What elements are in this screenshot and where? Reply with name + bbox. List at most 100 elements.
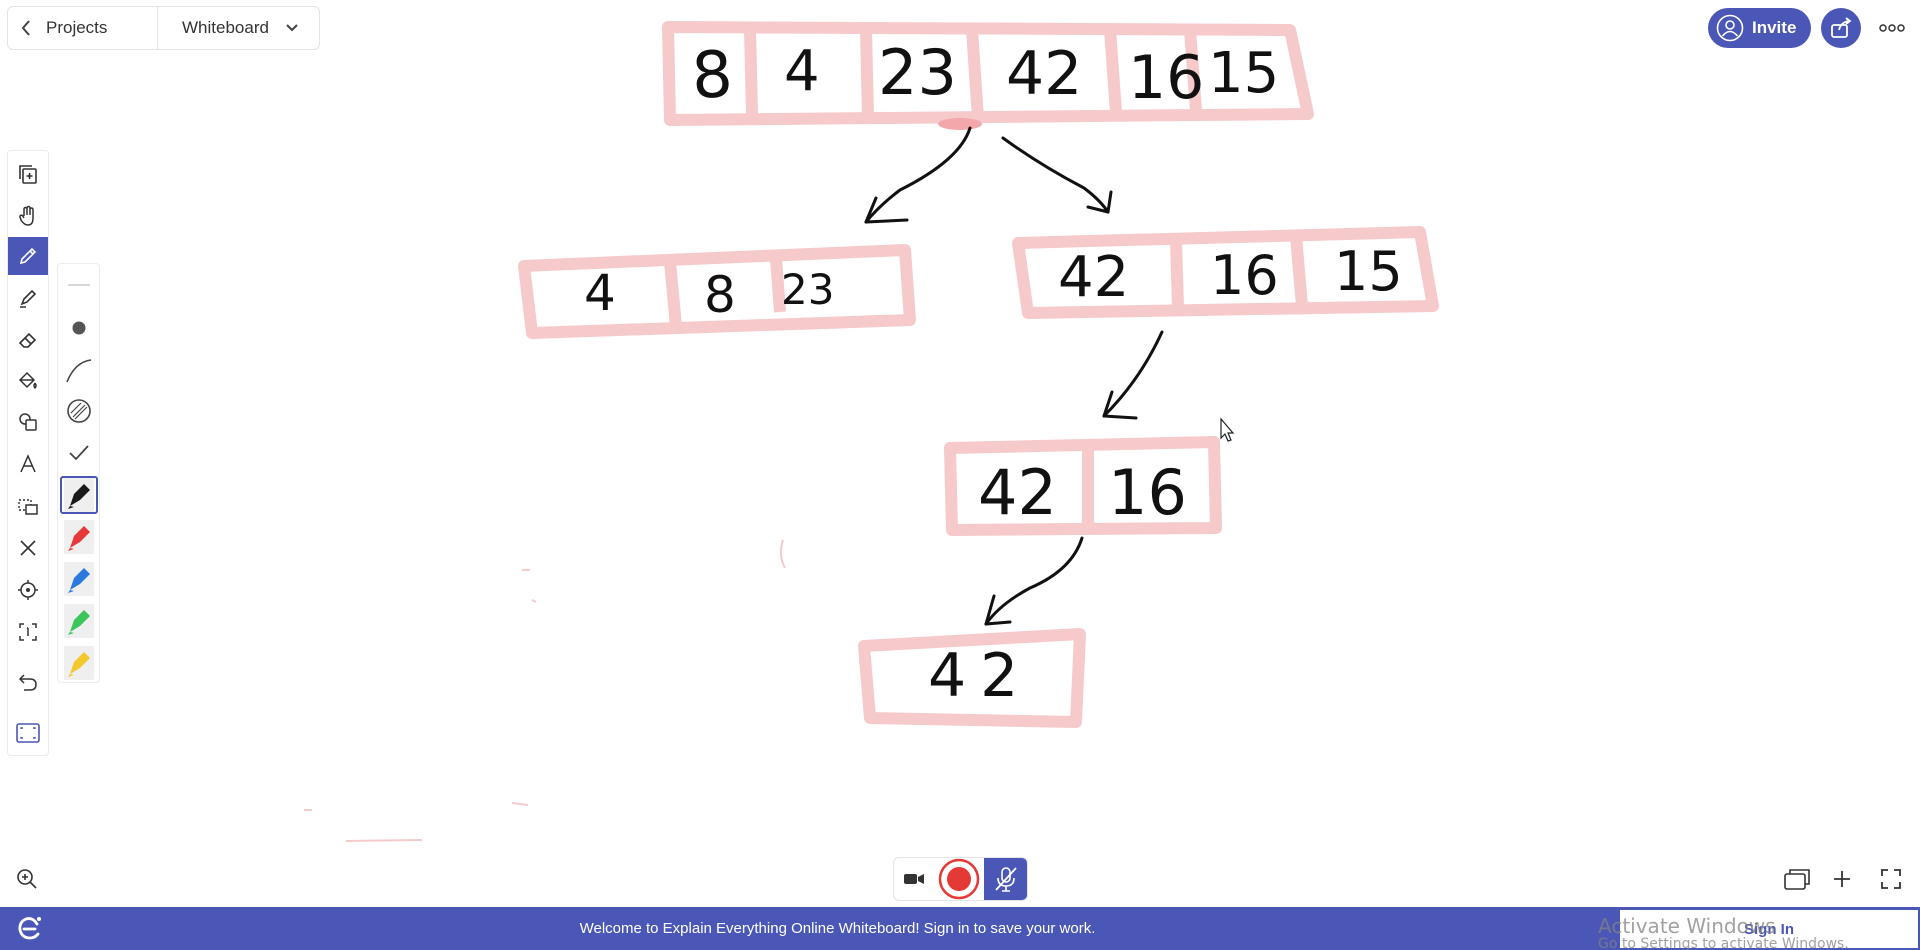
highlighter-tool[interactable] bbox=[8, 279, 48, 317]
dot-icon bbox=[72, 321, 86, 335]
stray-marks bbox=[304, 539, 786, 842]
add-page-button[interactable] bbox=[1822, 859, 1862, 899]
back-to-projects-button[interactable]: Projects bbox=[8, 7, 158, 49]
plus-icon bbox=[1834, 871, 1850, 887]
close-icon bbox=[20, 540, 36, 556]
text-tool[interactable] bbox=[8, 445, 48, 483]
video-camera-icon bbox=[904, 874, 924, 884]
right-left-cell-1: 16 bbox=[1108, 456, 1187, 529]
fill-icon bbox=[18, 371, 37, 390]
root-cell-5: 15 bbox=[1208, 41, 1279, 106]
hand-tool[interactable] bbox=[8, 197, 48, 235]
chevron-left-icon bbox=[21, 20, 30, 36]
leaf-cell: 42 bbox=[928, 641, 1032, 711]
red-pen-swatch[interactable] bbox=[60, 518, 98, 556]
pen-tool[interactable] bbox=[8, 237, 48, 275]
pointer-icon bbox=[18, 580, 38, 600]
black-pen-icon bbox=[68, 484, 90, 509]
zoom-in-icon bbox=[17, 869, 37, 889]
green-pen-swatch[interactable] bbox=[60, 602, 98, 640]
left-cell-0: 4 bbox=[584, 264, 616, 322]
text-icon bbox=[20, 454, 36, 473]
crop-icon bbox=[19, 623, 37, 641]
fit-screen-icon bbox=[16, 723, 40, 743]
right-left-cell-0: 42 bbox=[978, 456, 1057, 529]
pages-icon bbox=[1784, 869, 1810, 890]
blue-pen-icon bbox=[68, 568, 90, 593]
green-pen-icon bbox=[68, 610, 90, 635]
red-pen-icon bbox=[68, 526, 90, 551]
right-array-box: 42 16 15 bbox=[1012, 226, 1439, 319]
camera-button[interactable] bbox=[894, 872, 934, 886]
share-icon bbox=[1831, 17, 1852, 38]
breadcrumb: Projects Whiteboard bbox=[7, 6, 320, 50]
curve-icon bbox=[66, 359, 92, 383]
checkmark-icon bbox=[69, 445, 89, 461]
projects-label: Projects bbox=[46, 18, 108, 37]
right-cell-2: 15 bbox=[1334, 240, 1403, 303]
sign-in-button[interactable]: Sign In bbox=[1619, 909, 1919, 949]
black-pen-swatch[interactable] bbox=[60, 476, 98, 514]
frame-tool[interactable] bbox=[8, 613, 48, 651]
fit-screen-button[interactable] bbox=[8, 714, 48, 752]
left-cell-2: 23 bbox=[781, 265, 834, 314]
right-cell-0: 42 bbox=[1058, 245, 1129, 310]
microphone-button[interactable] bbox=[984, 858, 1027, 900]
eraser-icon bbox=[18, 332, 37, 348]
highlighter-icon bbox=[20, 289, 37, 308]
root-cell-2: 23 bbox=[878, 36, 957, 109]
pen-palette bbox=[57, 263, 100, 683]
right-left-array-box: 42 16 bbox=[944, 436, 1222, 536]
blue-pen-swatch[interactable] bbox=[60, 560, 98, 598]
arrow-right-child bbox=[1102, 330, 1164, 420]
root-cell-4: 16 bbox=[1128, 43, 1204, 113]
mouse-cursor-icon bbox=[1220, 417, 1235, 442]
footer-banner: Welcome to Explain Everything Online Whi… bbox=[0, 907, 1920, 950]
root-cell-1: 4 bbox=[784, 39, 820, 104]
ellipsis-icon bbox=[1879, 24, 1905, 32]
invite-label: Invite bbox=[1752, 18, 1797, 37]
root-cell-0: 8 bbox=[690, 38, 735, 114]
left-cell-1: 8 bbox=[704, 266, 736, 324]
root-array-box: 8 4 23 42 16 15 bbox=[662, 21, 1314, 130]
whiteboard-canvas[interactable]: 8 4 23 42 16 15 4 8 23 bbox=[0, 0, 1920, 900]
fill-tool[interactable] bbox=[8, 361, 48, 399]
fullscreen-icon bbox=[1881, 869, 1901, 889]
welcome-message: Welcome to Explain Everything Online Whi… bbox=[579, 920, 1096, 937]
explain-everything-logo-icon bbox=[18, 917, 41, 940]
opacity-option[interactable] bbox=[60, 392, 98, 430]
board-name-dropdown[interactable]: Whiteboard bbox=[158, 7, 319, 49]
hand-icon bbox=[19, 205, 34, 226]
check-option[interactable] bbox=[60, 434, 98, 472]
undo-icon bbox=[18, 674, 37, 691]
delete-tool[interactable] bbox=[8, 529, 48, 567]
select-icon bbox=[18, 499, 38, 515]
chevron-down-icon bbox=[286, 24, 298, 32]
stroke-width-thin-option[interactable] bbox=[60, 266, 98, 304]
laser-pointer-tool[interactable] bbox=[8, 571, 48, 609]
root-cell-3: 42 bbox=[1006, 39, 1082, 109]
shapes-tool[interactable] bbox=[8, 403, 48, 441]
smoothing-option[interactable] bbox=[60, 351, 98, 389]
select-tool[interactable] bbox=[8, 487, 48, 525]
record-button[interactable] bbox=[934, 857, 984, 901]
zoom-button[interactable] bbox=[7, 859, 47, 899]
recording-controls bbox=[893, 857, 1028, 901]
copy-add-tool[interactable] bbox=[8, 155, 48, 193]
arrow-root-right bbox=[1001, 136, 1113, 214]
pages-button[interactable] bbox=[1777, 859, 1817, 899]
yellow-pen-icon bbox=[68, 652, 90, 677]
leaf-array-box: 42 bbox=[858, 628, 1086, 728]
stroke-dot-option[interactable] bbox=[60, 309, 98, 347]
pen-icon bbox=[19, 247, 37, 265]
share-button[interactable] bbox=[1821, 8, 1861, 48]
eraser-tool[interactable] bbox=[8, 321, 48, 359]
record-icon bbox=[938, 858, 980, 900]
more-options-button[interactable] bbox=[1872, 8, 1912, 48]
arrow-leaf bbox=[984, 536, 1084, 626]
arrow-root-left bbox=[864, 126, 972, 224]
yellow-pen-swatch[interactable] bbox=[60, 644, 98, 682]
fullscreen-button[interactable] bbox=[1871, 859, 1911, 899]
undo-button[interactable] bbox=[8, 663, 48, 701]
invite-button[interactable]: Invite bbox=[1708, 8, 1811, 48]
